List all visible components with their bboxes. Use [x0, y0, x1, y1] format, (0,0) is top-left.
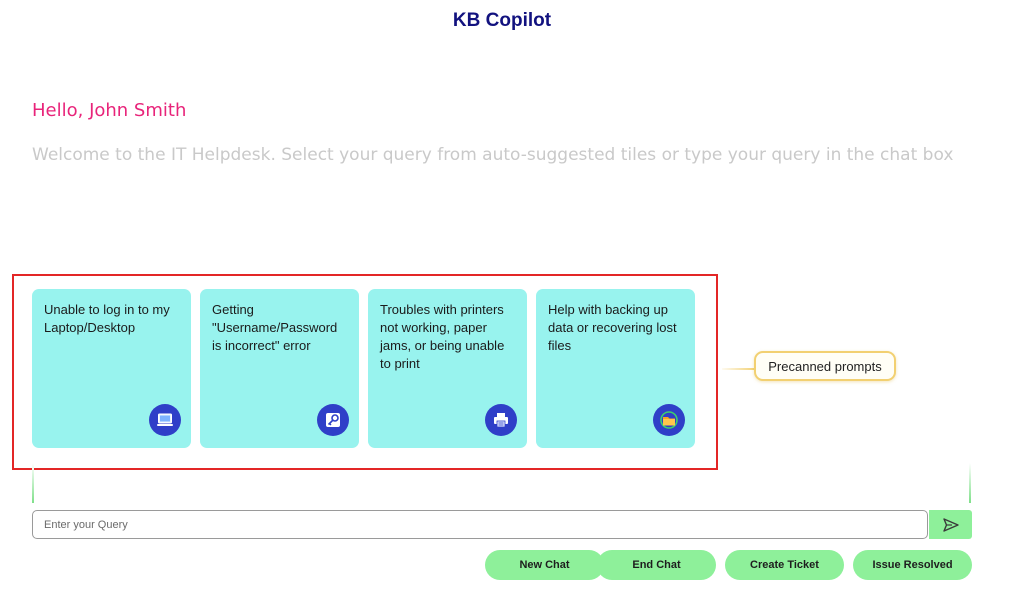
prompt-tile-printer[interactable]: Troubles with printers not working, pape… — [368, 289, 527, 448]
query-input[interactable] — [32, 510, 928, 539]
send-icon — [942, 517, 960, 533]
laptop-icon — [149, 404, 181, 436]
prompt-tile-password[interactable]: Getting "Username/Password is incorrect"… — [200, 289, 359, 448]
chat-area-left-edge — [32, 463, 34, 503]
precanned-prompts-callout: Precanned prompts — [754, 351, 896, 381]
app-title: KB Copilot — [452, 10, 552, 31]
create-ticket-button[interactable]: Create Ticket — [725, 550, 844, 580]
prompt-tile-login[interactable]: Unable to log in to my Laptop/Desktop — [32, 289, 191, 448]
issue-resolved-button[interactable]: Issue Resolved — [853, 550, 972, 580]
prompt-tile-backup[interactable]: Help with backing up data or recovering … — [536, 289, 695, 448]
prompts-highlight-box — [12, 274, 718, 470]
chat-area-right-edge — [969, 463, 971, 503]
prompt-tile-text: Help with backing up data or recovering … — [548, 302, 677, 353]
greeting-text: Hello, John Smith — [32, 100, 187, 121]
key-icon — [317, 404, 349, 436]
prompt-tile-text: Getting "Username/Password is incorrect"… — [212, 302, 338, 353]
send-button[interactable] — [929, 510, 972, 539]
end-chat-button[interactable]: End Chat — [597, 550, 716, 580]
printer-icon — [485, 404, 517, 436]
welcome-message: Welcome to the IT Helpdesk. Select your … — [32, 145, 954, 165]
new-chat-button[interactable]: New Chat — [485, 550, 604, 580]
callout-connector — [722, 368, 756, 370]
backup-folder-icon — [653, 404, 685, 436]
prompt-tile-text: Troubles with printers not working, pape… — [380, 302, 505, 371]
prompt-tile-text: Unable to log in to my Laptop/Desktop — [44, 302, 170, 335]
